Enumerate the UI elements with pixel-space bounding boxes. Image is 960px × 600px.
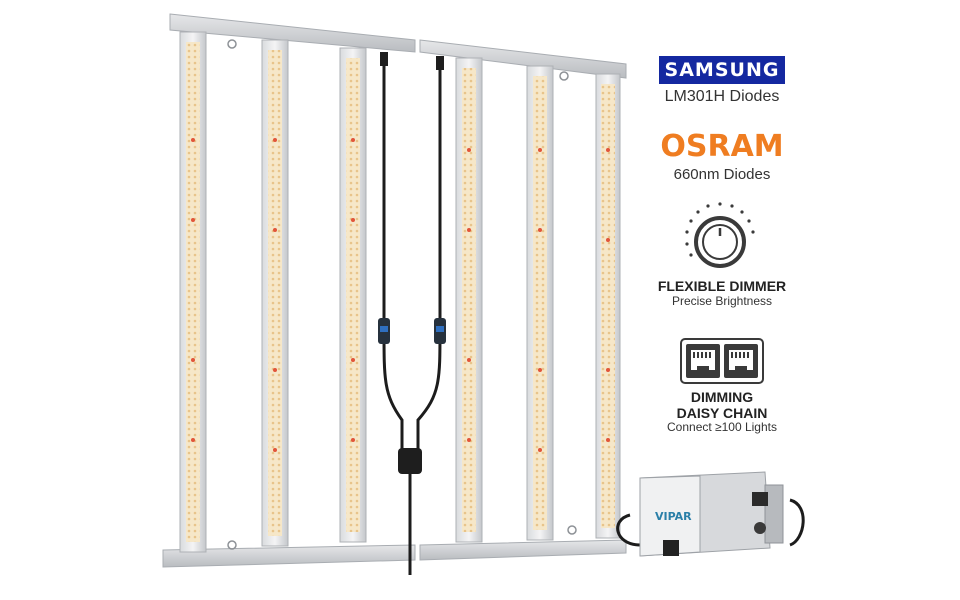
daisy-chain-subtitle: Connect ≥100 Lights — [667, 420, 777, 434]
rj-port-icon — [680, 338, 764, 384]
flexible-dimmer-subtitle: Precise Brightness — [671, 294, 773, 308]
osram-diodes-label: 660nm Diodes — [673, 166, 771, 183]
red-diodes — [191, 138, 610, 452]
bottom-rail — [162, 539, 627, 568]
samsung-logo: SAMSUNG — [659, 56, 785, 84]
light-bar — [261, 39, 289, 547]
cable-connectors — [378, 52, 446, 474]
samsung-diodes-label: LM301H Diodes — [664, 88, 780, 105]
daisy-chain-title: DIMMING DAISY CHAIN — [630, 389, 814, 421]
top-rail — [169, 13, 627, 79]
light-bar — [339, 47, 367, 543]
light-bars — [179, 31, 621, 553]
daisy-chain-title-line2: DAISY CHAIN — [676, 405, 768, 421]
flexible-dimmer-title: FLEXIBLE DIMMER — [657, 278, 787, 294]
light-bar — [595, 73, 621, 539]
dimmer-knob-icon — [685, 202, 755, 268]
osram-logo: OSRAM — [660, 129, 784, 164]
hanging-hooks — [227, 39, 577, 550]
light-bar — [179, 31, 207, 553]
light-bar — [455, 57, 483, 543]
daisy-chain-title-line1: DIMMING — [690, 389, 754, 405]
driver-brand-text: VIPAR — [655, 510, 692, 523]
power-cables — [382, 60, 442, 575]
led-driver — [616, 471, 805, 557]
light-bar — [526, 65, 554, 541]
